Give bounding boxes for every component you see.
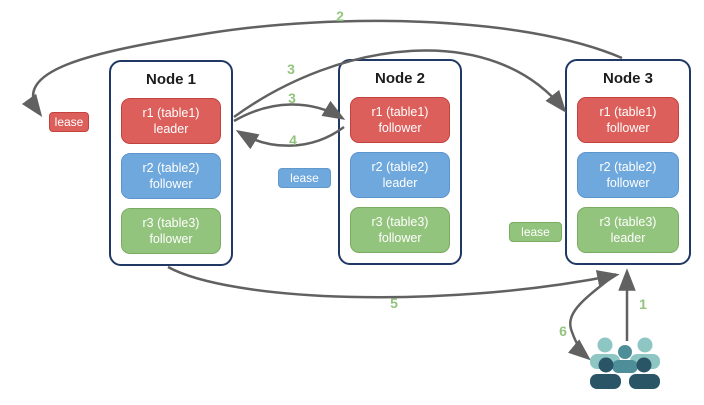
node-1-replica-r1: r1 (table1) leader xyxy=(121,98,221,144)
replica-name: r2 (table2) xyxy=(142,160,200,175)
lease-tag-table1: lease xyxy=(49,112,89,132)
step-label-2: 2 xyxy=(336,8,344,24)
node-2-title: Node 2 xyxy=(374,70,425,87)
lease-tag-table2: lease xyxy=(278,168,331,188)
replica-name: r1 (table1) xyxy=(142,105,200,120)
step-label-1: 1 xyxy=(639,296,647,312)
replica-role: leader xyxy=(153,122,189,136)
replica-name: r2 (table2) xyxy=(371,159,429,174)
node-1-replica-r2: r2 (table2) follower xyxy=(121,153,221,199)
replica-role: leader xyxy=(382,176,418,190)
replica-name: r1 (table1) xyxy=(371,104,429,119)
replica-role: follower xyxy=(149,232,193,246)
node-3-replica-r2: r2 (table2) follower xyxy=(577,152,679,198)
node-3-box: Node 3 r1 (table1) follower r2 (table2) … xyxy=(565,59,691,265)
node-3-replica-r3: r3 (table3) leader xyxy=(577,207,679,253)
node-3-title: Node 3 xyxy=(602,70,653,87)
user-group-icon xyxy=(590,337,660,389)
replica-name: r3 (table3) xyxy=(599,214,657,229)
lease-tag-table3: lease xyxy=(509,222,562,242)
step-label-6: 6 xyxy=(559,323,567,339)
arrow-step-5 xyxy=(167,265,620,299)
arrow-step-6 xyxy=(567,273,617,361)
replica-role: follower xyxy=(149,177,193,191)
replica-name: r3 (table3) xyxy=(142,215,200,230)
replica-role: follower xyxy=(606,176,650,190)
replica-name: r3 (table3) xyxy=(371,214,429,229)
replica-role: leader xyxy=(610,231,646,245)
step-label-5: 5 xyxy=(390,295,398,311)
arrow-step-3-to-node2 xyxy=(233,100,346,123)
replica-name: r2 (table2) xyxy=(599,159,657,174)
step-label-3-lower: 3 xyxy=(288,90,296,106)
node-2-box: Node 2 r1 (table1) follower r2 (table2) … xyxy=(338,59,462,265)
replica-role: follower xyxy=(606,121,650,135)
step-label-3-upper: 3 xyxy=(287,61,295,77)
node-1-replica-r3: r3 (table3) follower xyxy=(121,208,221,254)
node-3-replica-r1: r1 (table1) follower xyxy=(577,97,679,143)
node-2-replica-r1: r1 (table1) follower xyxy=(350,97,450,143)
node-1-box: Node 1 r1 (table1) leader r2 (table2) fo… xyxy=(109,60,233,266)
replica-name: r1 (table1) xyxy=(599,104,657,119)
step-label-4: 4 xyxy=(289,132,297,148)
replica-role: follower xyxy=(378,121,422,135)
node-2-replica-r3: r3 (table3) follower xyxy=(350,207,450,253)
node-2-replica-r2: r2 (table2) leader xyxy=(350,152,450,198)
replica-role: follower xyxy=(378,231,422,245)
node-1-title: Node 1 xyxy=(145,71,196,88)
